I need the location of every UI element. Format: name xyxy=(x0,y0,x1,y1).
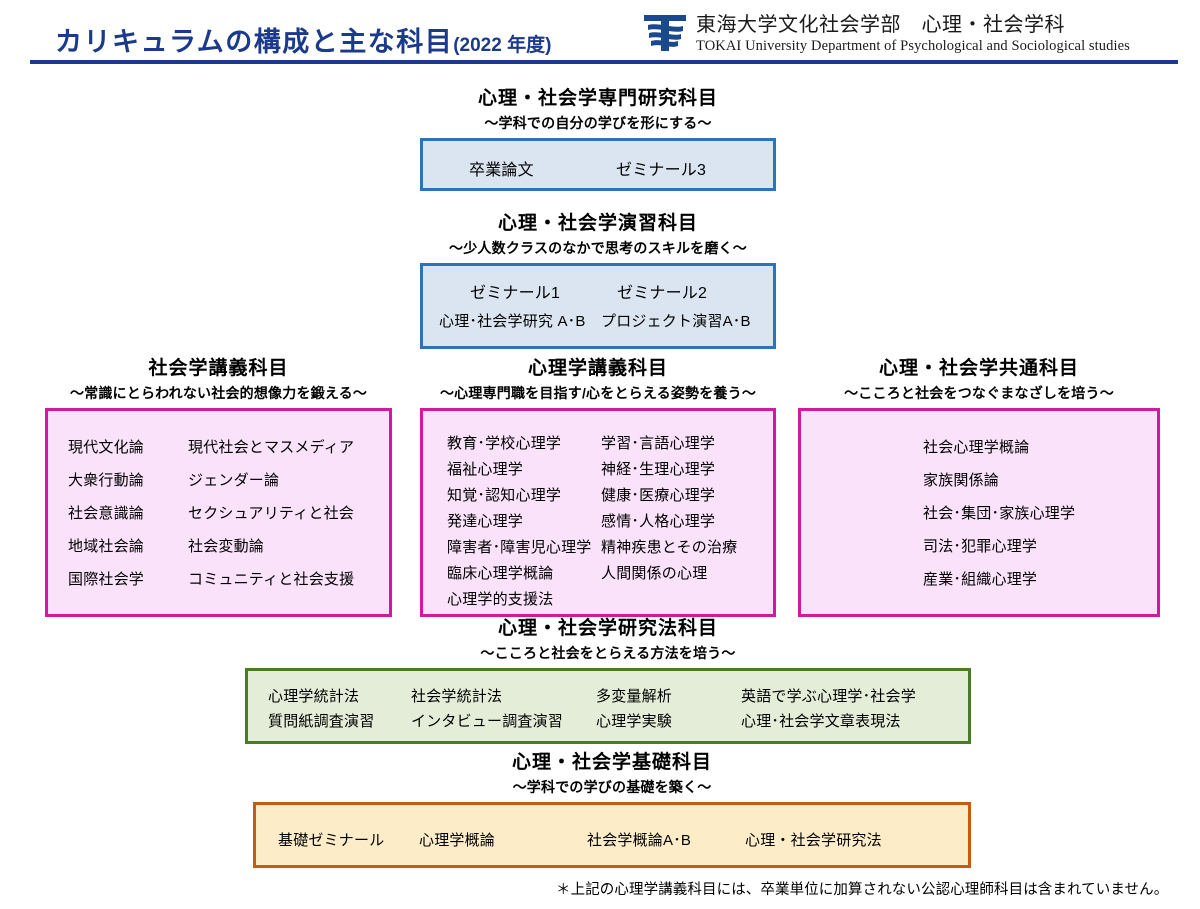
course-item: 心理･社会学文章表現法 xyxy=(741,712,901,730)
course-item: 現代社会とマスメディア xyxy=(188,438,355,456)
course-item: 知覚･認知心理学 xyxy=(447,486,562,504)
course-item: 国際社会学 xyxy=(68,570,145,588)
section-title: 心理・社会学演習科目 xyxy=(497,213,698,234)
section-kiso: 心理・社会学基礎科目 〜学科での学びの基礎を築く〜 基礎ゼミナール 心理学概論 … xyxy=(253,752,971,868)
section-subtitle: 〜常識にとらわれない社会的想像力を鍛える〜 xyxy=(69,384,368,401)
course-item: セクシュアリティと社会 xyxy=(188,504,355,522)
section-title: 心理・社会学研究法科目 xyxy=(497,618,718,639)
course-item: 精神疾患とその治療 xyxy=(601,538,738,556)
section-subtitle: 〜心理専門職を目指す/心をとらえる姿勢を養う〜 xyxy=(439,384,757,401)
section-shakaigaku-kogi: 社会学講義科目 〜常識にとらわれない社会的想像力を鍛える〜 現代文化論 大衆行動… xyxy=(45,358,392,617)
section-subtitle: 〜少人数クラスのなかで思考のスキルを磨く〜 xyxy=(449,239,747,256)
course-item: 卒業論文 xyxy=(469,161,534,179)
course-item: 神経･生理心理学 xyxy=(601,460,716,478)
course-item: 教育･学校心理学 xyxy=(447,434,562,452)
section-title: 心理学講義科目 xyxy=(527,358,668,379)
course-item: 心理学概論 xyxy=(419,831,496,849)
course-item: 社会学概論A･B xyxy=(587,831,692,849)
course-item: 司法･犯罪心理学 xyxy=(923,537,1038,555)
course-item: 現代文化論 xyxy=(68,438,145,456)
course-item: ゼミナール2 xyxy=(617,284,708,302)
course-box-shinrigaku-kogi: 教育･学校心理学 福祉心理学 知覚･認知心理学 発達心理学 障害者･障害児心理学… xyxy=(420,407,776,617)
course-item: 心理学実験 xyxy=(596,712,673,730)
course-item: 臨床心理学概論 xyxy=(447,564,554,582)
brand-text-block: 東海大学文化社会学部 心理・社会学科 TOKAI University Depa… xyxy=(696,12,1130,55)
section-senmon-kenkyu: 心理・社会学専門研究科目 〜学科での自分の学びを形にする〜 卒業論文 ゼミナール… xyxy=(420,88,776,191)
section-title: 社会学講義科目 xyxy=(148,358,289,379)
course-item: 心理学的支援法 xyxy=(447,590,554,608)
section-kyotsu: 心理・社会学共通科目 〜こころと社会をつなぐまなざしを培う〜 社会心理学概論 家… xyxy=(798,358,1160,617)
page-title-main: カリキュラムの構成と主な科目 xyxy=(55,27,454,57)
course-item: ジェンダー論 xyxy=(188,471,280,489)
section-kenkyuho: 心理・社会学研究法科目 〜こころと社会をとらえる方法を培う〜 心理学統計法 社会… xyxy=(245,618,971,744)
page-header: カリキュラムの構成と主な科目(2022 年度) 東海大学文化社会学部 心理・社会… xyxy=(0,0,1200,64)
course-box-kenkyuho: 心理学統計法 社会学統計法 多変量解析 英語で学ぶ心理学･社会学 質問紙調査演習… xyxy=(245,667,971,744)
course-item: 社会変動論 xyxy=(188,537,265,555)
course-item: 心理学統計法 xyxy=(268,687,360,705)
course-item: 英語で学ぶ心理学･社会学 xyxy=(741,687,916,705)
course-item: 大衆行動論 xyxy=(68,471,145,489)
course-item: ゼミナール3 xyxy=(616,161,707,179)
page-title: カリキュラムの構成と主な科目(2022 年度) xyxy=(55,20,551,59)
course-item: 社会学統計法 xyxy=(411,687,503,705)
course-item: 感情･人格心理学 xyxy=(601,512,716,530)
course-item: 社会心理学概論 xyxy=(923,438,1030,456)
section-title: 心理・社会学基礎科目 xyxy=(511,752,712,773)
section-shinrigaku-kogi: 心理学講義科目 〜心理専門職を目指す/心をとらえる姿勢を養う〜 教育･学校心理学… xyxy=(420,358,776,617)
section-title: 心理・社会学専門研究科目 xyxy=(477,88,718,109)
section-title: 心理・社会学共通科目 xyxy=(878,358,1079,379)
course-item: 基礎ゼミナール xyxy=(278,831,385,849)
course-item: 地域社会論 xyxy=(68,537,145,555)
brand-name-japanese: 東海大学文化社会学部 心理・社会学科 xyxy=(696,14,1065,36)
course-item: プロジェクト演習A･B xyxy=(601,312,751,330)
course-item: 福祉心理学 xyxy=(447,460,524,478)
course-box-kiso: 基礎ゼミナール 心理学概論 社会学概論A･B 心理・社会学研究法 xyxy=(253,801,971,868)
section-enshu: 心理・社会学演習科目 〜少人数クラスのなかで思考のスキルを磨く〜 ゼミナール1 … xyxy=(420,213,776,349)
brand-name-english: TOKAI University Department of Psycholog… xyxy=(696,38,1130,54)
university-brand: 東海大学文化社会学部 心理・社会学科 TOKAI University Depa… xyxy=(643,12,1130,55)
course-box-shakaigaku-kogi: 現代文化論 大衆行動論 社会意識論 地域社会論 国際社会学 現代社会とマスメディ… xyxy=(45,407,392,617)
section-subtitle: 〜学科での自分の学びを形にする〜 xyxy=(484,114,712,131)
course-box-enshu: ゼミナール1 ゼミナール2 心理･社会学研究 A･B プロジェクト演習A･B xyxy=(420,262,776,349)
course-item: 健康･医療心理学 xyxy=(601,486,716,504)
course-item: 多変量解析 xyxy=(596,687,673,705)
course-item: インタビュー調査演習 xyxy=(411,712,564,730)
course-box-kyotsu: 社会心理学概論 家族関係論 社会･集団･家族心理学 司法･犯罪心理学 産業･組織… xyxy=(798,407,1160,617)
footnote-text: ＊上記の心理学講義科目には、卒業単位に加算されない公認心理師科目は含まれていませ… xyxy=(556,882,1169,898)
section-subtitle: 〜こころと社会をとらえる方法を培う〜 xyxy=(480,644,736,661)
course-item: ゼミナール1 xyxy=(470,284,561,302)
course-item: 質問紙調査演習 xyxy=(268,712,375,730)
course-item: コミュニティと社会支援 xyxy=(188,570,355,588)
course-item: 社会･集団･家族心理学 xyxy=(923,504,1076,522)
course-box-senmon-kenkyu: 卒業論文 ゼミナール3 xyxy=(420,137,776,191)
course-item: 社会意識論 xyxy=(68,504,145,522)
course-item: 家族関係論 xyxy=(923,471,1000,489)
section-subtitle: 〜こころと社会をつなぐまなざしを培う〜 xyxy=(844,384,1114,401)
page-title-year: (2022 年度) xyxy=(453,35,552,56)
course-item: 学習･言語心理学 xyxy=(601,434,716,452)
course-item: 心理・社会学研究法 xyxy=(745,831,882,849)
course-item: 人間関係の心理 xyxy=(601,564,708,582)
section-subtitle: 〜学科での学びの基礎を築く〜 xyxy=(512,778,712,795)
course-item: 心理･社会学研究 A･B xyxy=(439,312,586,330)
header-divider xyxy=(30,60,1178,64)
course-item: 障害者･障害児心理学 xyxy=(447,538,592,556)
tokai-t-wave-logo-icon xyxy=(644,15,686,51)
course-item: 産業･組織心理学 xyxy=(923,570,1038,588)
course-item: 発達心理学 xyxy=(447,512,524,530)
